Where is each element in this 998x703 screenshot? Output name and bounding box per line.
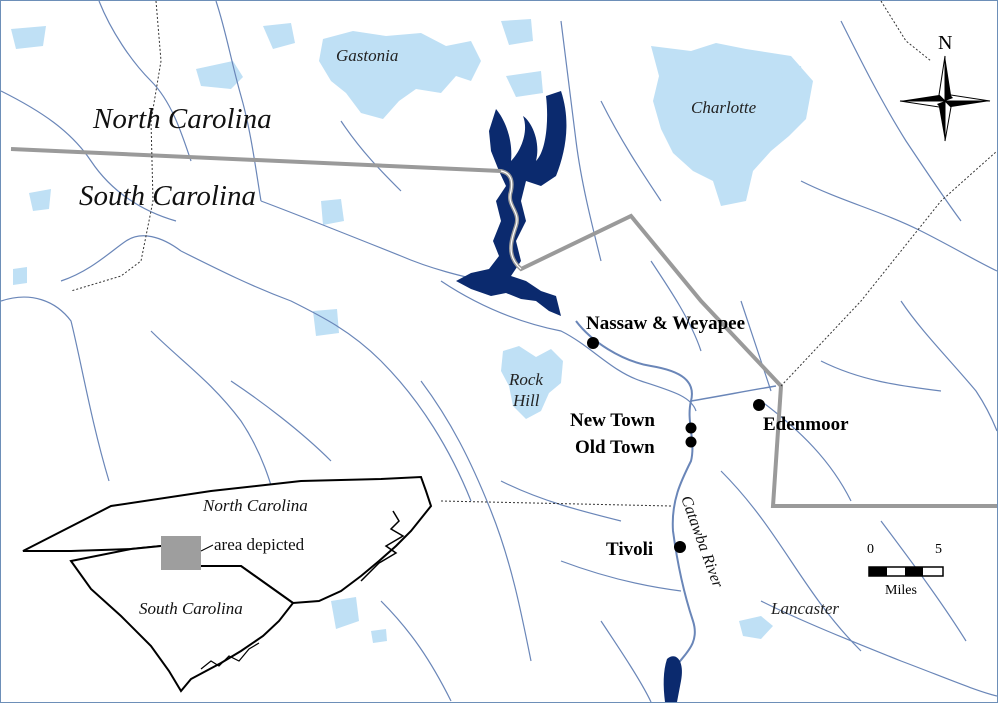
lake xyxy=(456,91,682,702)
urban-small-11 xyxy=(781,66,803,85)
north-arrow: N xyxy=(899,32,991,142)
urban-small-4 xyxy=(506,71,543,97)
label-rock: Rock xyxy=(508,370,543,389)
urban-small-1 xyxy=(196,61,243,89)
label-north-carolina: North Carolina xyxy=(92,103,272,135)
urban-lancaster xyxy=(739,616,773,639)
urban-rock-hill xyxy=(501,346,563,419)
label-catawba-river: Catawba River xyxy=(677,494,726,591)
county-line-4 xyxy=(880,1,932,62)
urban-areas xyxy=(11,19,813,643)
sites: Nassaw & Weyapee New Town Old Town Edenm… xyxy=(570,313,849,560)
site-label-tivoli: Tivoli xyxy=(606,539,653,560)
urban-small-12 xyxy=(331,597,359,629)
site-label-nassaw: Nassaw & Weyapee xyxy=(586,313,745,334)
label-gastonia: Gastonia xyxy=(336,46,398,65)
north-label: N xyxy=(938,32,952,54)
county-line-1 xyxy=(70,1,162,292)
state-borders xyxy=(10,1,997,508)
urban-small-6 xyxy=(313,309,339,336)
label-lancaster: Lancaster xyxy=(770,599,839,618)
label-south-carolina: South Carolina xyxy=(79,180,256,212)
scale-bar: 0 5 Miles xyxy=(867,542,944,598)
label-hill: Hill xyxy=(512,391,540,410)
urban-small-8 xyxy=(11,26,46,49)
site-marker-edenmoor xyxy=(753,399,765,411)
urban-small-2 xyxy=(263,23,295,49)
site-marker-nassaw xyxy=(587,337,599,349)
urban-small-13 xyxy=(371,629,387,643)
urban-small-7 xyxy=(29,189,51,211)
urban-small-9 xyxy=(13,267,27,285)
site-marker-tivoli xyxy=(674,541,686,553)
inset-label-south: South Carolina xyxy=(139,599,243,618)
label-charlotte: Charlotte xyxy=(691,98,757,117)
site-marker-old-town xyxy=(685,436,697,448)
inset-map: North Carolina South Carolina area depic… xyxy=(22,475,433,693)
urban-gastonia xyxy=(319,31,481,119)
catawba-river xyxy=(575,320,777,672)
urban-small-5 xyxy=(321,199,344,225)
scale-unit-label: Miles xyxy=(885,583,917,598)
urban-charlotte xyxy=(651,43,813,206)
inset-area-box xyxy=(161,536,201,570)
scale-end-label: 5 xyxy=(935,542,942,557)
urban-small-10 xyxy=(439,56,463,73)
inset-label-area: area depicted xyxy=(214,535,305,554)
site-label-edenmoor: Edenmoor xyxy=(763,414,849,435)
site-marker-new-town xyxy=(685,422,697,434)
urban-small-3 xyxy=(501,19,533,45)
county-line-2 xyxy=(780,150,997,387)
site-label-new-town: New Town xyxy=(570,410,655,431)
site-label-old-town: Old Town xyxy=(575,437,655,458)
inset-label-north: North Carolina xyxy=(202,496,308,515)
scale-start-label: 0 xyxy=(867,542,874,557)
